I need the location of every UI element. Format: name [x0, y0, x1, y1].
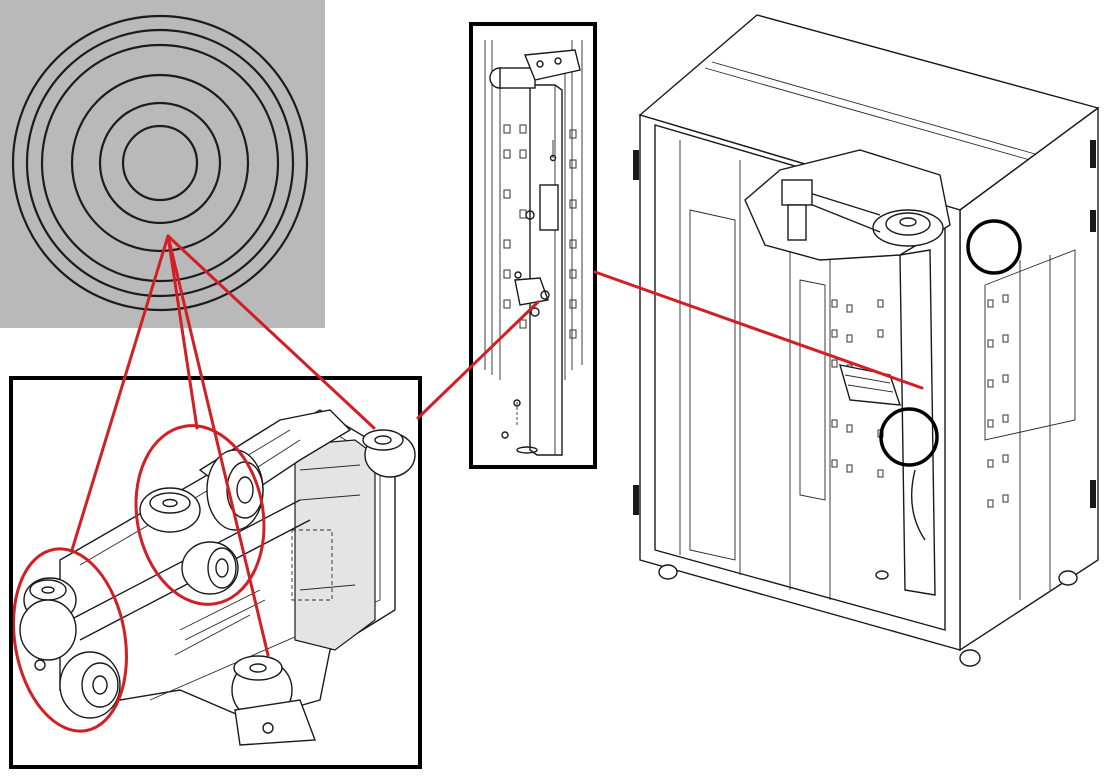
wheel-center-lower	[181, 541, 239, 595]
leader-panel-to-column	[416, 300, 540, 420]
wheel-bottom-left	[19, 577, 121, 719]
callout-leaders	[70, 234, 924, 657]
zoom-view-background	[0, 0, 325, 328]
ring-3	[40, 43, 280, 283]
cabinet-view	[633, 14, 1100, 667]
leader-to-left-wheels	[70, 234, 170, 552]
callout-ellipse-left	[12, 547, 128, 733]
vertical-column	[529, 84, 563, 456]
callout-ellipse-center	[134, 424, 266, 606]
column-view	[469, 22, 597, 469]
column-frame	[469, 22, 597, 469]
leader-to-center-wheels	[166, 234, 199, 430]
wheel-assembly-view	[9, 376, 422, 769]
leader-column-to-cabinet	[593, 270, 924, 390]
ring-5	[98, 101, 222, 225]
highlight-circle-top-right	[966, 219, 1022, 275]
wheel-bottom-center	[231, 655, 316, 746]
cabinet-perforations	[831, 294, 1009, 508]
side-plate	[294, 439, 376, 651]
door-hinges	[633, 140, 1096, 515]
column-motor	[489, 49, 581, 89]
wheel-center-left	[139, 487, 201, 533]
zoom-view-wheel-rings	[0, 0, 325, 328]
wheel-assembly-frame	[9, 376, 422, 769]
wheel-top-right	[362, 429, 416, 478]
ring-6	[121, 124, 199, 202]
cabinet-central-column	[899, 249, 936, 596]
highlight-circle-picker	[879, 407, 939, 467]
column-wheel-bracket	[514, 271, 550, 317]
column-bracket-mid	[525, 140, 559, 231]
ring-2	[25, 28, 295, 298]
ring-1	[11, 14, 309, 312]
perforated-panels	[484, 40, 583, 380]
concentric-rings	[11, 14, 309, 312]
drive-pulley	[781, 179, 944, 247]
leader-to-bottom-wheel	[166, 234, 270, 657]
leader-to-top-right-wheel	[166, 234, 376, 430]
cabinet-casters	[658, 564, 1078, 667]
ring-4	[70, 73, 250, 253]
